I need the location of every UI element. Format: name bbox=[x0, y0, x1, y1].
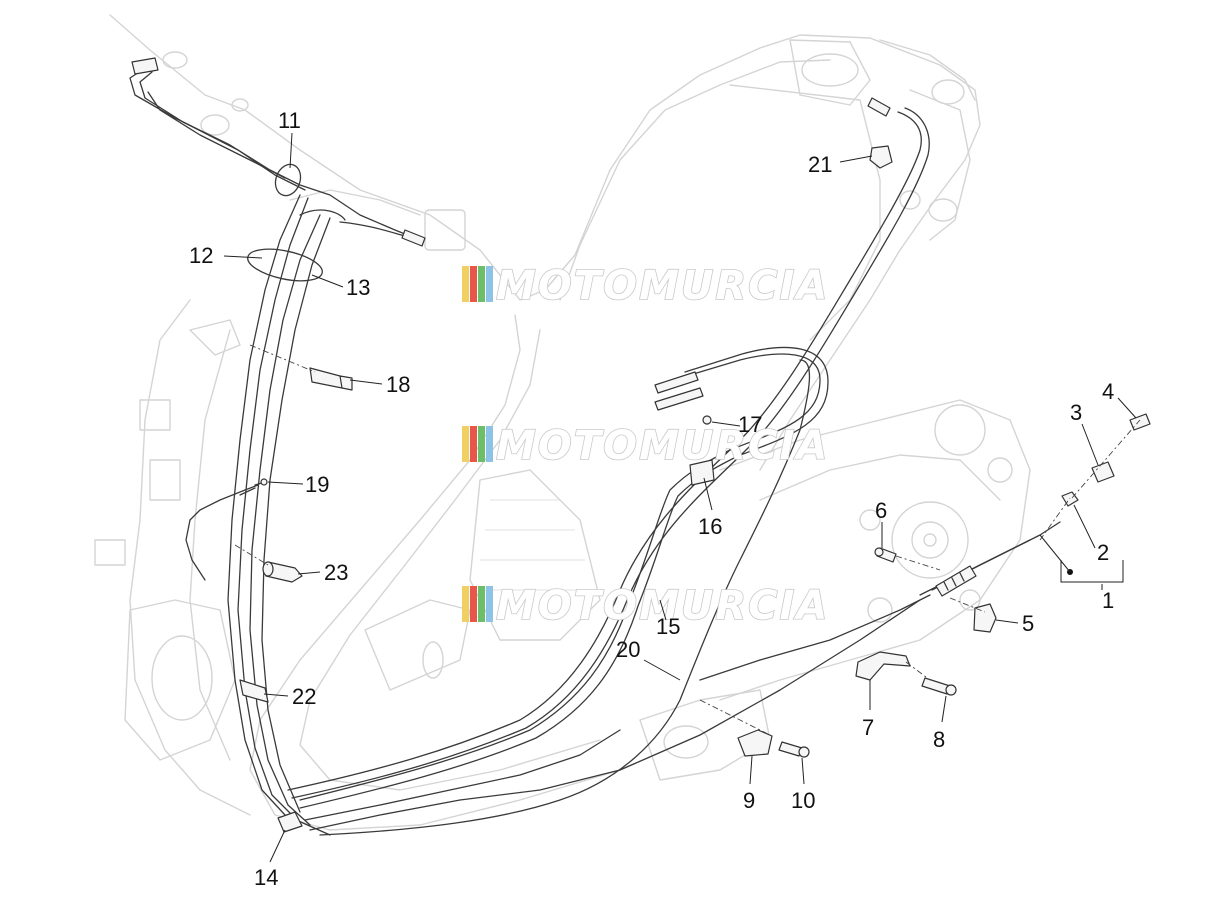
part-1-throttle-cable bbox=[935, 565, 1073, 597]
part-21-connector bbox=[869, 145, 893, 169]
part-5-bracket bbox=[973, 603, 997, 633]
callout-21: 21 bbox=[808, 152, 832, 177]
callout-3: 3 bbox=[1070, 400, 1082, 425]
callout-14: 14 bbox=[254, 865, 278, 890]
part-17-fitting bbox=[702, 415, 712, 425]
callout-18: 18 bbox=[386, 372, 410, 397]
callout-15: 15 bbox=[656, 614, 680, 639]
callout-9: 9 bbox=[743, 788, 755, 813]
callout-11: 11 bbox=[278, 108, 301, 133]
callout-23: 23 bbox=[324, 560, 348, 585]
cable-end-fittings bbox=[131, 57, 891, 411]
callout-10: 10 bbox=[791, 788, 815, 813]
watermark-text: MOTOMURCIA bbox=[496, 423, 829, 469]
callout-8: 8 bbox=[933, 727, 945, 752]
part-9-bracket bbox=[737, 729, 773, 757]
callout-4: 4 bbox=[1102, 379, 1114, 404]
part-10-bolt bbox=[778, 741, 810, 758]
watermark-text: MOTOMURCIA bbox=[496, 263, 829, 309]
callout-17: 17 bbox=[738, 412, 762, 437]
callout-2: 2 bbox=[1097, 540, 1109, 565]
callout-16: 16 bbox=[698, 514, 722, 539]
callout-12: 12 bbox=[189, 243, 213, 268]
part-3-sleeve bbox=[1091, 461, 1115, 483]
part-18-clamp bbox=[309, 367, 353, 391]
callout-13: 13 bbox=[346, 275, 370, 300]
watermarks: MOTOMURCIA MOTOMURCIA MOTOMURCIA bbox=[462, 262, 829, 630]
part-7-bracket bbox=[855, 651, 911, 681]
parts bbox=[131, 57, 1151, 833]
callout-leader-lines bbox=[223, 132, 1137, 863]
callout-7: 7 bbox=[862, 715, 874, 740]
part-6-bolt bbox=[874, 547, 897, 563]
part-11-loop-clip bbox=[274, 163, 302, 197]
callout-20: 20 bbox=[616, 637, 640, 662]
part-8-bolt bbox=[921, 677, 957, 696]
part-4-pin bbox=[1129, 413, 1151, 431]
callout-5: 5 bbox=[1022, 611, 1034, 636]
watermark: MOTOMURCIA bbox=[462, 582, 828, 630]
watermark: MOTOMURCIA bbox=[462, 422, 829, 470]
callout-numbers: 11 12 13 18 19 23 22 14 16 17 15 20 21 4… bbox=[189, 108, 1114, 890]
callout-19: 19 bbox=[305, 472, 329, 497]
part-14-clip bbox=[277, 811, 303, 833]
callout-22: 22 bbox=[292, 684, 316, 709]
watermark: MOTOMURCIA bbox=[462, 262, 829, 310]
callout-6: 6 bbox=[875, 498, 887, 523]
assembly-axis-lines bbox=[234, 344, 1141, 736]
part-16-clip bbox=[689, 459, 715, 486]
part-19-cable-end bbox=[239, 478, 268, 496]
part-22-bracket bbox=[239, 679, 269, 703]
callout-1: 1 bbox=[1102, 588, 1114, 613]
scooter-frame-outline bbox=[94, 14, 1031, 831]
part-23-clamp bbox=[262, 561, 303, 583]
